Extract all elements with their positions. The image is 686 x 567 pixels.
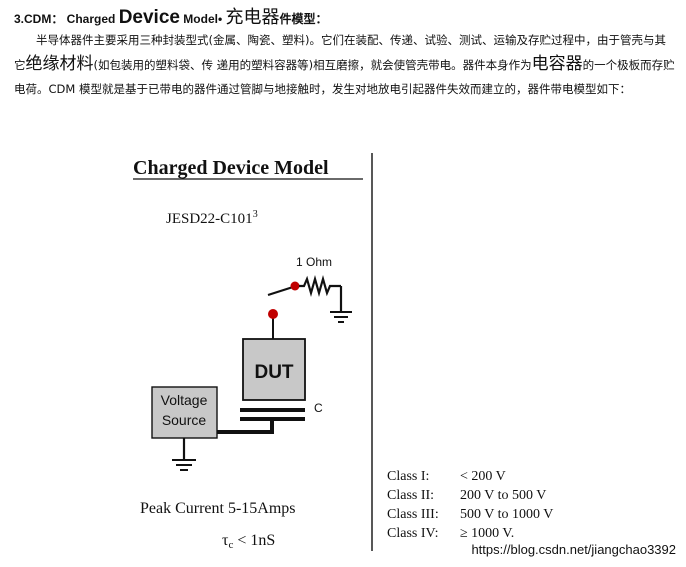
- class-name: Class II:: [387, 488, 434, 503]
- heading-prefix: 3.CDM： Charged: [14, 12, 119, 26]
- dut-pin-dot: [268, 309, 278, 319]
- class-table: Class I: < 200 V Class II: 200 V to 500 …: [387, 469, 553, 541]
- class-range: ≥ 1000 V.: [460, 526, 514, 541]
- voltage-source-box: [151, 386, 218, 439]
- class-name: Class III:: [387, 507, 439, 522]
- capacitor-label: C: [314, 401, 323, 415]
- dut-box: [242, 338, 306, 401]
- resistor-zigzag: [299, 274, 341, 298]
- paragraph-part-2: (如包装用的塑料袋、传 递用的塑料容器等)相互磨擦，就会使管壳带电。器件本身作为: [93, 58, 532, 72]
- tau-label: τc < 1nS: [222, 532, 275, 551]
- voltage-source-label-line1: Voltage: [161, 392, 208, 408]
- resistor-label: 1 Ohm: [296, 255, 332, 269]
- peak-current-label: Peak Current 5-15Amps: [140, 500, 296, 517]
- heading-cjk-large: 充电器: [225, 7, 280, 28]
- watermark-url: https://blog.csdn.net/jiangchao3392: [471, 542, 676, 557]
- class-name: Class I:: [387, 469, 429, 484]
- heading-device: Device: [118, 7, 180, 28]
- switch-arm: [267, 285, 294, 297]
- heading-model: Model•: [179, 12, 226, 26]
- paragraph-highlight-insulating-material: 绝缘材料: [25, 54, 94, 74]
- class-range: < 200 V: [460, 469, 506, 484]
- heading-cjk-small: 件模型：: [279, 12, 328, 26]
- paragraph-part-1: 半导体器件主要采用三种封装型式(金属、陶瓷、塑料)。它们在装配、传递、试验、测试…: [14, 33, 666, 72]
- diagram-title: Charged Device Model: [133, 157, 329, 179]
- dut-label: DUT: [254, 362, 293, 383]
- class-range: 200 V to 500 V: [460, 488, 546, 503]
- standard-label: JESD22-C1013: [166, 209, 258, 227]
- voltage-source-label-line2: Source: [162, 412, 207, 428]
- paragraph-highlight-capacitor: 电容器: [531, 54, 583, 74]
- switch-contact-dot: [290, 281, 300, 291]
- section-heading: 3.CDM： Charged Device Model• 充电器件模型：: [14, 3, 328, 29]
- paragraph-part-3: 的一个极板而存贮电荷。CDM 模型就是基于已带电的器件通过管脚与地接触时，发生对…: [14, 58, 675, 96]
- class-name: Class IV:: [387, 526, 438, 541]
- class-range: 500 V to 1000 V: [460, 507, 553, 522]
- body-paragraph: 半导体器件主要采用三种封装型式(金属、陶瓷、塑料)。它们在装配、传递、试验、测试…: [14, 28, 676, 101]
- source-wire: [217, 419, 274, 434]
